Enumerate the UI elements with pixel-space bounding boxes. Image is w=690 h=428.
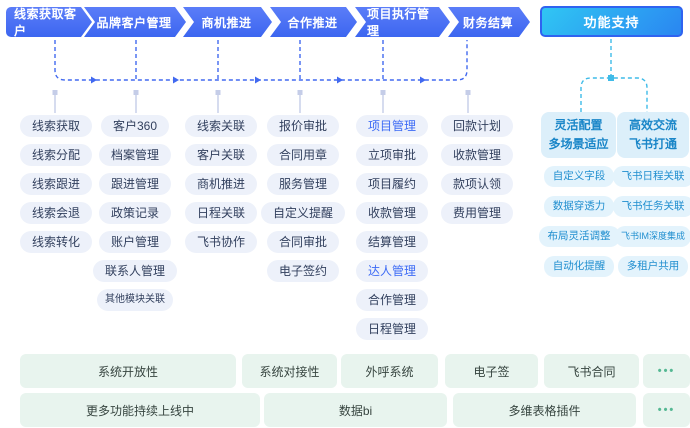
feature-pill: 政策记录 (98, 202, 171, 224)
support-group-feishu-link: 高效交流 飞书打通 (617, 112, 689, 158)
stage-cooperation-advance: 合作推进 (270, 7, 357, 37)
footer-system-docking: 系统对接性 (242, 354, 337, 388)
feature-pill: 商机推进 (184, 173, 257, 195)
flow-bracket (54, 40, 468, 81)
feature-pill: 收款管理 (440, 144, 513, 166)
support-group-title-line: 多场景适应 (548, 137, 609, 151)
more-ellipsis: ••• (643, 393, 690, 427)
feature-pill: 档案管理 (98, 144, 171, 166)
column-finance-settlement: 回款计划收款管理款项认领费用管理 (432, 115, 522, 224)
footer-multi-table-plugin: 多维表格插件 (453, 393, 636, 427)
support-group-title-line: 飞书打通 (628, 137, 677, 151)
feature-pill: 线索跟进 (19, 173, 92, 195)
support-header: 功能支持 (540, 6, 683, 37)
stage-lead-acquisition: 线索获取客户 (6, 7, 92, 37)
column-pins (54, 95, 469, 113)
support-pill: 飞书任务关联 (612, 196, 690, 217)
feature-pill: 线索会退 (19, 202, 92, 224)
feature-pill: 跟进管理 (98, 173, 171, 195)
feature-pill: 回款计划 (440, 115, 513, 137)
feature-pill: 线索关联 (184, 115, 257, 137)
more-ellipsis: ••• (643, 354, 690, 388)
footer-data-bi: 数据bi (264, 393, 447, 427)
feature-pill: 结算管理 (355, 231, 428, 253)
stage-project-execution: 项目执行管理 (355, 7, 450, 37)
column-cooperation-advance: 报价审批合同用章服务管理自定义提醒合同审批电子签约 (258, 115, 348, 282)
feature-pill: 立项审批 (355, 144, 428, 166)
feature-pill: 合同审批 (266, 231, 339, 253)
support-branch (580, 39, 648, 112)
feature-pill: 合作管理 (355, 289, 428, 311)
feature-pill: 飞书协作 (184, 231, 257, 253)
feature-pill: 款项认领 (440, 173, 513, 195)
feature-pill: 项目履约 (355, 173, 428, 195)
feature-pill: 账户管理 (98, 231, 171, 253)
stage-brand-customer-mgmt: 品牌客户管理 (84, 7, 186, 37)
support-col-feishu-link: 飞书日程关联飞书任务关联飞书IM深度集成多租户共用 (608, 166, 690, 277)
footer-system-openness: 系统开放性 (20, 354, 236, 388)
feature-pill: 联系人管理 (92, 260, 177, 282)
footer-more-features: 更多功能持续上线中 (20, 393, 260, 427)
support-branch-node (608, 75, 614, 81)
column-opportunity-advance: 线索关联客户关联商机推进日程关联飞书协作 (176, 115, 266, 253)
feature-pill: 报价审批 (266, 115, 339, 137)
support-pill: 自定义字段 (543, 166, 615, 187)
feature-pill: 客户关联 (184, 144, 257, 166)
feature-pill: 自定义提醒 (260, 202, 345, 224)
feature-pill: 其他模块关联 (97, 289, 173, 311)
support-pill: 布局灵活调整 (538, 226, 620, 247)
support-pill: 数据穿透力 (543, 196, 615, 217)
feature-pill: 线索获取 (19, 115, 92, 137)
support-group-title-line: 灵活配置 (554, 118, 603, 133)
support-group-flexible-config: 灵活配置 多场景适应 (541, 112, 616, 158)
column-pin-caps (52, 90, 471, 95)
stage-finance-settlement: 财务结算 (448, 7, 530, 37)
support-pill: 飞书日程关联 (612, 166, 690, 187)
stage-opportunity-advance: 商机推进 (183, 7, 272, 37)
support-group-title-line: 高效交流 (628, 118, 677, 133)
column-lead-acquisition: 线索获取线索分配线索跟进线索会退线索转化 (11, 115, 101, 253)
column-brand-customer-mgmt: 客户360 档案管理跟进管理政策记录账户管理联系人管理其他模块关联 (90, 115, 180, 311)
feature-pill: 电子签约 (266, 260, 339, 282)
support-col-flexible-config: 自定义字段数据穿透力布局灵活调整自动化提醒 (534, 166, 624, 277)
footer-e-sign: 电子签 (445, 354, 538, 388)
support-pill: 多租户共用 (617, 256, 689, 277)
feature-pill: 线索分配 (19, 144, 92, 166)
feature-pill: 合同用章 (266, 144, 339, 166)
feature-pill: 日程关联 (184, 202, 257, 224)
feature-pill: 收款管理 (355, 202, 428, 224)
feature-pill: 服务管理 (266, 173, 339, 195)
feature-pill: 日程管理 (355, 318, 428, 340)
feature-pill: 客户360 (100, 115, 170, 137)
support-pill: 飞书IM深度集成 (615, 226, 690, 247)
feature-pill: 费用管理 (440, 202, 513, 224)
feature-pill: 线索转化 (19, 231, 92, 253)
flow-arrowheads (91, 76, 426, 84)
feature-pill: 达人管理 (355, 260, 428, 282)
feature-pill: 项目管理 (355, 115, 428, 137)
footer-feishu-contract: 飞书合同 (544, 354, 639, 388)
footer-outbound-call: 外呼系统 (341, 354, 438, 388)
column-project-execution: 项目管理立项审批项目履约收款管理结算管理达人管理合作管理日程管理 (347, 115, 437, 340)
support-pill: 自动化提醒 (543, 256, 615, 277)
